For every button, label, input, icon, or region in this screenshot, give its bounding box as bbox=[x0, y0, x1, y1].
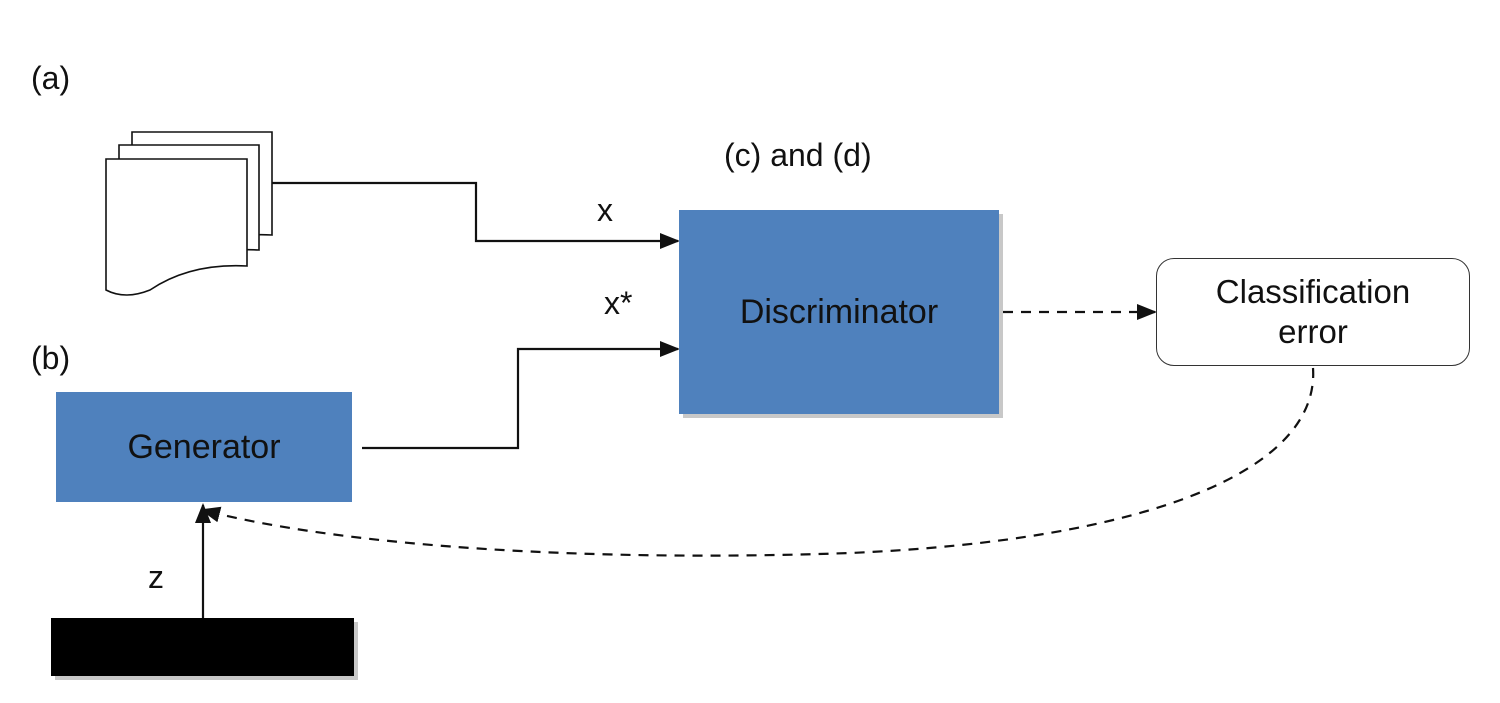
stacked-documents-icon bbox=[105, 131, 273, 296]
generated-data-connector bbox=[362, 341, 680, 450]
classification-error-line1: Classification bbox=[1215, 273, 1411, 310]
panel-label-b: (b) bbox=[31, 340, 71, 376]
generator-label: Generator bbox=[127, 427, 281, 466]
classification-error-line2: error bbox=[1278, 313, 1348, 350]
classification-error-box: Classification error bbox=[1156, 258, 1470, 366]
discriminator-box: Discriminator bbox=[679, 210, 999, 414]
generator-box: Generator bbox=[56, 392, 352, 502]
edge-label-x: x bbox=[597, 192, 613, 228]
noise-bar bbox=[51, 618, 354, 676]
edge-label-x-star: x* bbox=[604, 285, 633, 321]
panel-label-a: (a) bbox=[31, 60, 71, 96]
real-data-connector bbox=[272, 181, 680, 249]
discriminator-label: Discriminator bbox=[739, 292, 939, 331]
panel-label-cd: (c) and (d) bbox=[724, 137, 872, 173]
edge-label-z: z bbox=[148, 559, 164, 595]
